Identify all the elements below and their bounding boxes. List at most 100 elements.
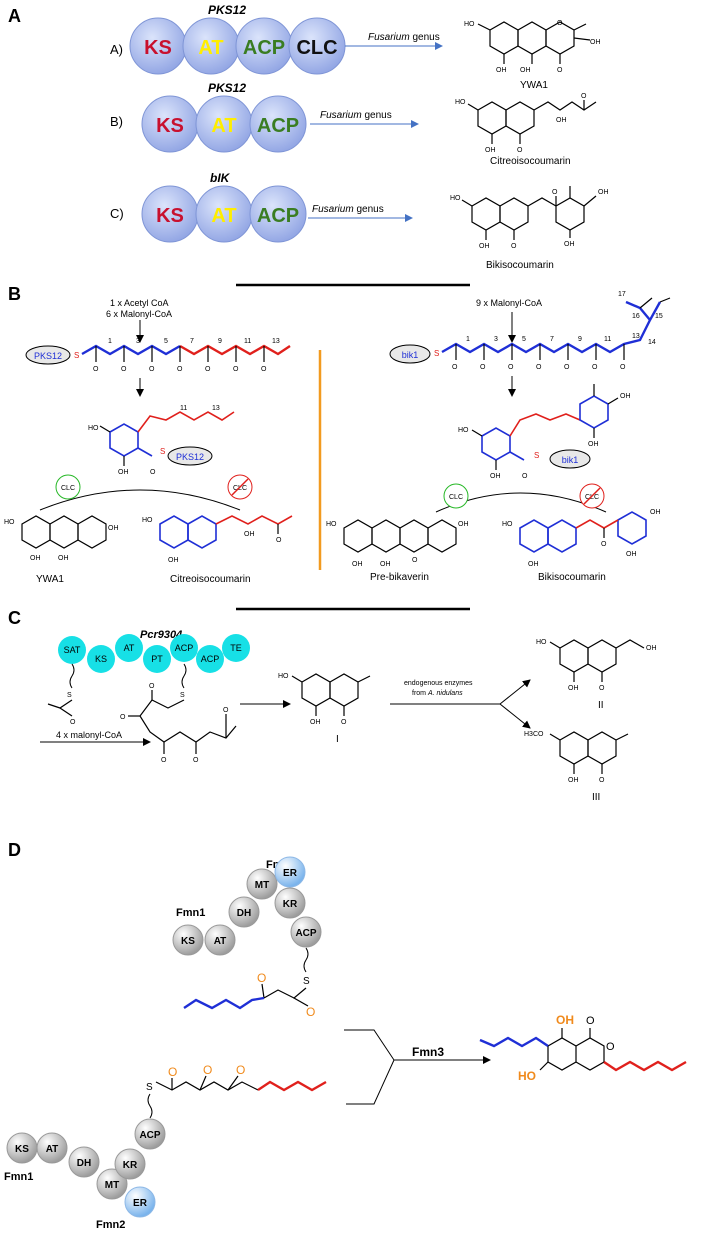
svg-text:ACP: ACP [175,643,194,653]
svg-text:S: S [180,692,185,699]
svg-text:13: 13 [212,405,220,412]
svg-text:OH: OH [568,685,579,692]
domain-pt [143,645,171,673]
svg-text:O: O [599,685,605,692]
svg-text:MT: MT [105,1180,119,1191]
structure-ywa1: HO OH OH O O OH [464,20,601,74]
compound-ii: HO OH OH O II [536,639,657,711]
structure-bikisocoumarin: HO OH OH O OH O [450,186,609,250]
domain-ks-label: KS [156,115,184,137]
svg-text:S: S [146,1082,153,1093]
svg-text:HO: HO [502,521,513,528]
product-ywa1: YWA1 [520,80,548,91]
pks-top: Fmn2 Fmn1 KS AT DH MT ER KR ACP S O O [172,856,322,1019]
product-bikisocoumarin: Bikisocoumarin [486,260,554,271]
svg-text:DH: DH [77,1158,91,1169]
svg-text:O: O [261,366,267,373]
svg-text:5: 5 [522,336,526,343]
row-c: C) bIK KS AT ACP Fusarium genus HO OH [110,171,609,271]
domain-at-label: AT [198,37,223,59]
svg-text:S: S [534,451,539,460]
domain-chain-b: KS AT ACP [141,95,307,153]
svg-text:OH: OH [588,441,599,448]
svg-text:3: 3 [136,338,140,345]
panel-letter-b: B [8,284,21,304]
fmn3-merge: Fmn3 [344,1029,491,1105]
domain-at-label: AT [211,115,236,137]
svg-text:OH: OH [496,67,507,74]
svg-text:OH: OH [168,557,179,564]
domain-acp [134,1118,166,1150]
domain-dh [68,1146,100,1178]
svg-text:OH: OH [650,509,661,516]
svg-text:15: 15 [655,313,663,320]
domain-ks-label: KS [144,37,172,59]
svg-text:KR: KR [123,1160,138,1171]
svg-text:HO: HO [458,427,469,434]
svg-text:O: O [581,93,587,100]
product-prebikaverin: Pre-bikaverin [370,572,429,583]
fmn1-bottom-label: Fmn1 [4,1171,33,1183]
domain-ks-label: KS [156,205,184,227]
svg-text:ER: ER [133,1198,148,1209]
svg-text:O: O [586,1015,595,1027]
svg-text:SAT: SAT [64,645,81,655]
domain-acp-label: ACP [243,37,285,59]
svg-text:OH: OH [646,645,657,652]
svg-text:CLC: CLC [233,485,247,492]
fmn2-bottom-label: Fmn2 [96,1219,125,1231]
domain-acp [249,185,307,243]
svg-text:KS: KS [95,654,107,664]
domain-acp-label: ACP [257,115,299,137]
svg-text:KS: KS [15,1144,29,1155]
enzyme-oval-bik1-2 [549,449,591,469]
svg-text:HO: HO [455,99,466,106]
svg-text:O: O [452,364,458,371]
svg-text:O: O [620,364,626,371]
panel-c-starter: S O 4 x malonyl-CoA [40,663,151,746]
svg-text:O: O [150,469,156,476]
domain-te [222,634,250,662]
row-label-b: B) [110,114,123,129]
arrow-label-a: Fusarium genus [368,32,440,43]
svg-text:HO: HO [88,425,99,432]
clc-active-right [443,483,469,509]
domain-at [204,924,236,956]
row-a: A) PKS12 KS AT ACP CLC Fusarium genus HO [110,3,601,91]
cyclase-label: Fmn3 [412,1045,444,1059]
domain-acp-2 [196,645,224,673]
svg-text:O: O [93,366,99,373]
svg-text:O: O [592,364,598,371]
domain-clc-label: CLC [296,37,337,59]
svg-text:CLC: CLC [61,485,75,492]
svg-text:OH: OH [590,39,601,46]
svg-text:DH: DH [237,908,251,919]
svg-text:HO: HO [464,21,475,28]
svg-text:9: 9 [578,336,582,343]
svg-text:OH: OH [30,555,41,562]
domain-mt [246,868,278,900]
svg-text:O: O [599,777,605,784]
arrow-label-b: Fusarium genus [320,110,392,121]
compound-iii: H3CO OH O III [524,731,629,803]
starter-malonyl-right: 9 x Malonyl-CoA [476,298,542,308]
enzyme-oval-pks12-2 [167,446,213,466]
svg-text:OH: OH [458,521,469,528]
product-citreoisocoumarin-b: Citreoisocoumarin [170,574,251,585]
domain-sat [58,636,86,664]
svg-text:OH: OH [352,561,363,568]
pcr9304-domains: SAT KS AT PT ACP ACP TE [58,634,250,673]
row-b: B) PKS12 KS AT ACP Fusarium genus HO OH … [110,81,597,167]
svg-text:17: 17 [618,291,626,298]
svg-text:O: O [341,719,347,726]
domain-chain-a: KS AT ACP CLC [129,17,346,75]
svg-text:S: S [67,692,72,699]
svg-text:16: 16 [632,313,640,320]
svg-text:OH: OH [556,117,567,124]
svg-text:OH: OH [58,555,69,562]
svg-text:O: O [536,364,542,371]
svg-text:O: O [412,557,418,564]
domain-er [124,1186,156,1218]
svg-text:O: O [149,366,155,373]
svg-text:AT: AT [214,936,227,947]
